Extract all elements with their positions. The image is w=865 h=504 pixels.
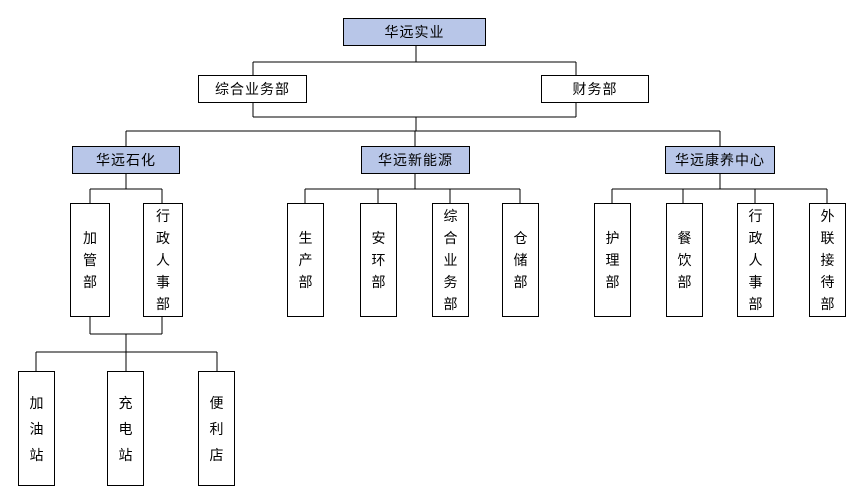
node-root-company: 华远实业: [343, 18, 486, 46]
node-energy-warehouse-dept: 仓储部: [502, 203, 539, 317]
node-charging-station: 充电站: [107, 371, 144, 486]
node-label: 护理部: [605, 230, 620, 290]
node-petro-admin-hr-dept: 行政人事部: [143, 203, 183, 317]
node-energy-production-dept: 生产部: [287, 203, 324, 317]
node-label: 餐饮部: [677, 230, 692, 290]
node-gas-station: 加油站: [18, 371, 55, 486]
node-general-business-dept: 综合业务部: [198, 75, 307, 103]
node-convenience-store: 便利店: [198, 371, 235, 486]
node-wellness-admin-hr-dept: 行政人事部: [737, 203, 774, 317]
node-wellness-nursing-dept: 护理部: [594, 203, 631, 317]
node-energy-general-business-dept: 综合业务部: [432, 203, 469, 317]
node-label: 便利店: [209, 394, 224, 463]
node-subsidiary-new-energy: 华远新能源: [361, 146, 470, 174]
node-label: 安环部: [371, 230, 386, 290]
node-finance-dept: 财务部: [541, 75, 649, 103]
node-subsidiary-wellness-center: 华远康养中心: [665, 146, 775, 174]
node-label: 加油站: [29, 394, 44, 463]
node-label: 综合业务部: [443, 208, 458, 312]
node-subsidiary-petrochemical: 华远石化: [72, 146, 180, 174]
node-wellness-liaison-reception-dept: 外联接待部: [809, 203, 846, 317]
node-label: 仓储部: [513, 230, 528, 290]
node-wellness-catering-dept: 餐饮部: [666, 203, 703, 317]
node-label: 外联接待部: [820, 208, 835, 312]
node-label: 行政人事部: [748, 208, 763, 312]
node-label: 加管部: [82, 230, 97, 290]
node-energy-safety-env-dept: 安环部: [360, 203, 397, 317]
node-label: 充电站: [118, 394, 133, 463]
node-label: 生产部: [298, 230, 313, 290]
node-label: 行政人事部: [155, 208, 170, 312]
node-petro-gas-mgmt-dept: 加管部: [70, 203, 110, 317]
